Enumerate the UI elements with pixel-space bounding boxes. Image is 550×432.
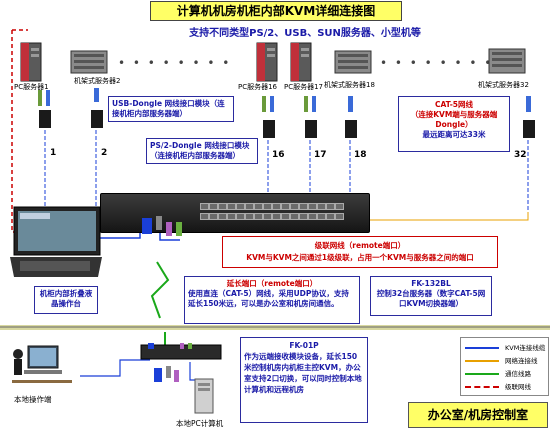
local-console: [8, 340, 78, 392]
server-label: 机架式服务器18: [324, 81, 375, 89]
fk132bl-note-title: FK-132BL: [411, 279, 451, 288]
server-label: PC服务器1: [14, 83, 49, 91]
port-number: 16: [272, 150, 285, 160]
dongle-icon: [345, 96, 357, 138]
cat5-note-title: CAT-5网线: [434, 100, 474, 109]
tower-server-icon: [290, 42, 312, 82]
port-number: 1: [50, 148, 57, 158]
kvm-extender-icon: [140, 343, 222, 360]
port-number: 2: [101, 148, 108, 158]
kvm-connectors: [140, 212, 190, 242]
legend-label: 通信线路: [505, 370, 531, 378]
legend-swatch: [465, 360, 499, 362]
pc-tower-icon: [194, 378, 214, 414]
server-label: PC服务器17: [284, 83, 324, 91]
cat5-note-body: （连接KVM端与服务器端Dongle）: [410, 110, 498, 129]
extend-note: 延长端口（remote端口） 使用直连（CAT-5）网线，采用UDP协议，支持延…: [184, 276, 360, 324]
fk01p-note-title: FK-01P: [289, 341, 319, 350]
legend-swatch: [465, 386, 499, 388]
legend-item: 网络连接线: [461, 355, 548, 367]
port-number: 32: [514, 150, 527, 160]
fk132bl-note-body: 控制32台服务器（数字CAT-5网口KVM切换器端）: [376, 289, 486, 308]
fk132bl-note: FK-132BL 控制32台服务器（数字CAT-5网口KVM切换器端）: [370, 276, 492, 316]
tower-server-icon: [20, 42, 42, 82]
cascade-note-body: KVM与KVM之间通过1级级联，占用一个KVM与服务器之间的端口: [246, 253, 474, 262]
lcd-console: [10, 205, 102, 285]
fk01p-note: FK-01P 作为远端接收模块设备，延长150米控制机房内机柜主控KVM，办公室…: [240, 337, 368, 423]
connector-icon: [154, 366, 179, 382]
usb-dongle-note: USB-Dongle 网线接口模块（连接机柜内部服务器端）: [108, 96, 234, 122]
ps2-dongle-note: PS/2-Dongle 网线接口模块（连接机柜内部服务器端）: [146, 138, 258, 164]
legend-swatch: [465, 347, 499, 349]
dongle-module: [88, 88, 106, 130]
legend-swatch: [465, 373, 499, 375]
legend-item: 通信线路: [461, 368, 548, 380]
office-connectors: [152, 364, 188, 386]
legend: KVM连接线缆 网络连接线 通信线路 级联网线: [460, 337, 549, 396]
rack-server-icon: [334, 50, 372, 74]
fk01p-note-body: 作为远端接收模块设备，延长150米控制机房内机柜主控KVM，办公室支持2口切换，…: [244, 352, 362, 394]
legend-item: KVM连接线缆: [461, 342, 548, 354]
dongle-module: [520, 96, 538, 140]
cascade-note-title: 级联网线（remote端口）: [314, 241, 406, 250]
extend-note-body: 使用直连（CAT-5）网线，采用UDP协议，支持延长150米远，可以是办公室和机…: [188, 289, 349, 308]
server-pc-16: [256, 42, 278, 82]
server-rack-32: [488, 48, 526, 74]
dongle-icon: [91, 88, 103, 128]
lcd-console-icon: [10, 206, 102, 277]
kvm-port-array: [200, 203, 350, 221]
server-label: 机架式服务器32: [478, 81, 529, 89]
legend-label: KVM连接线缆: [505, 344, 546, 352]
dongle-icon: [523, 96, 535, 138]
cat5-note-distance: 最远距离可达33米: [422, 130, 486, 139]
tower-server-icon: [256, 42, 278, 82]
server-pc-1: [20, 42, 42, 82]
legend-label: 网络连接线: [505, 357, 538, 365]
legend-item: 级联网线: [461, 381, 548, 393]
dongle-icon: [262, 96, 275, 138]
diagram-subtitle: 支持不同类型PS/2、USB、SUN服务器、小型机等: [189, 28, 421, 39]
server-rack-18: [334, 50, 372, 74]
rack-server-icon: [70, 50, 108, 74]
cat5-note: CAT-5网线 （连接KVM端与服务器端Dongle） 最远距离可达33米: [398, 96, 510, 152]
extend-note-title: 延长端口（remote端口）: [226, 279, 318, 288]
cascade-note: 级联网线（remote端口） KVM与KVM之间通过1级级联，占用一个KVM与服…: [222, 236, 498, 268]
diagram-title: 计算机机房机柜内部KVM详细连接图: [150, 1, 402, 21]
port-number: 18: [354, 150, 367, 160]
port-number: 17: [314, 150, 327, 160]
ellipsis-dots: • • • • • • • •: [380, 56, 494, 70]
lcd-console-label: 机柜内部折叠液晶操作台: [34, 286, 98, 314]
local-pc: [194, 378, 214, 414]
legend-label: 级联网线: [505, 383, 531, 391]
person-workstation-icon: [12, 345, 72, 383]
ellipsis-dots: • • • • • • • •: [118, 56, 232, 70]
server-label: 机架式服务器2: [74, 77, 121, 85]
dongle-icon: [38, 90, 51, 128]
rack-server-icon: [488, 48, 526, 74]
local-pc-label: 本地PC计算机: [176, 419, 224, 428]
dongle-module: [302, 96, 320, 140]
dongle-module: [260, 96, 278, 140]
server-pc-17: [290, 42, 312, 82]
local-console-label: 本地操作端: [14, 395, 52, 404]
server-rack-2: [70, 50, 108, 74]
office-label: 办公室/机房控制室: [408, 402, 548, 428]
server-label: PC服务器16: [238, 83, 278, 91]
fk01p-device: [140, 342, 222, 364]
dongle-module: [36, 90, 54, 130]
vga-usb-connector-icon: [142, 216, 182, 236]
dongle-module: [342, 96, 360, 140]
dongle-icon: [304, 96, 317, 138]
